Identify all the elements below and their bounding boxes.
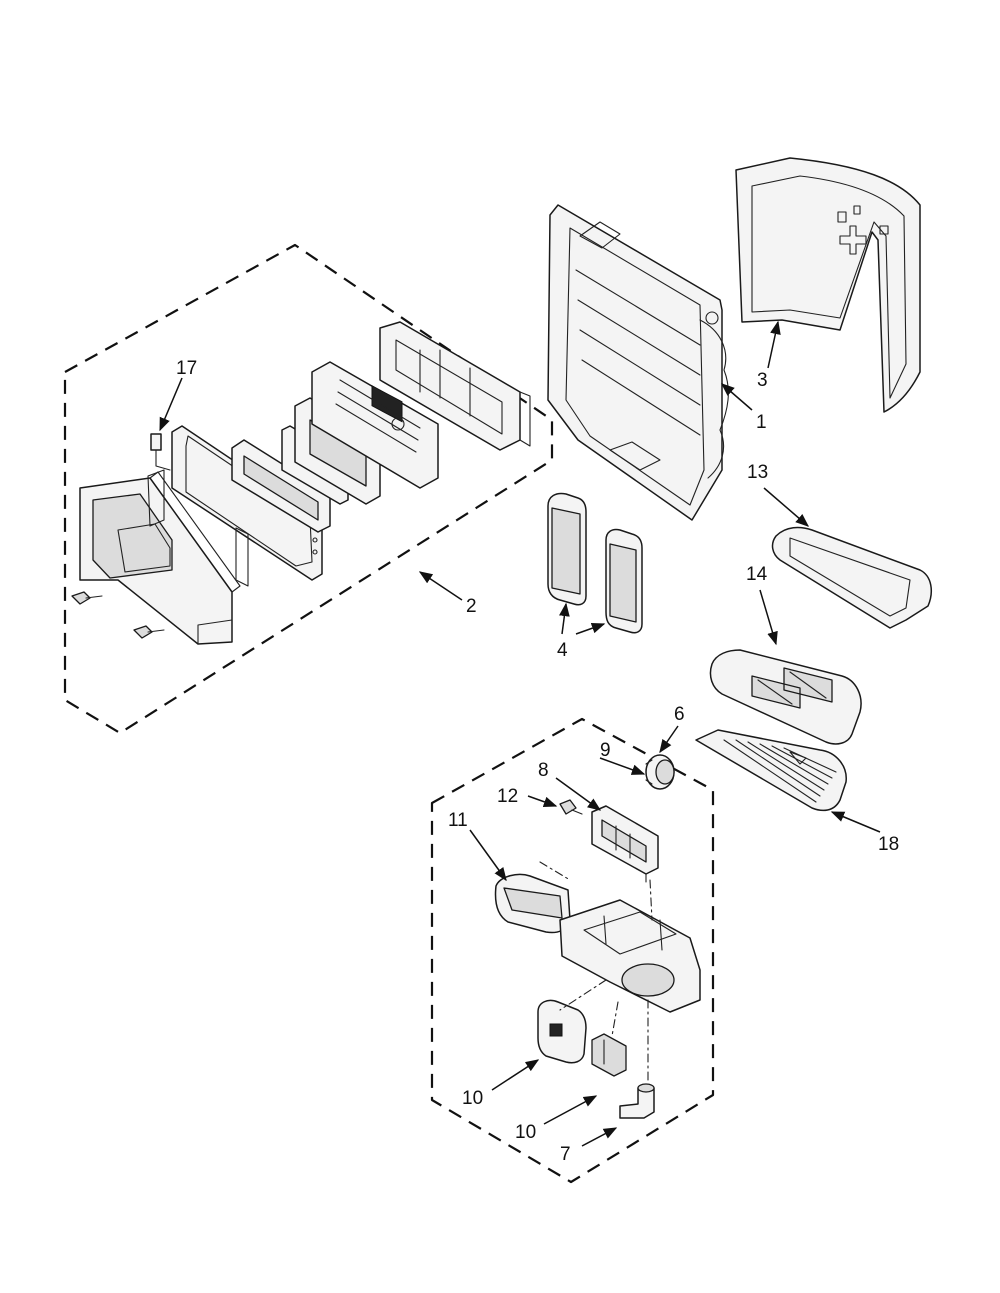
callout-labels: 17 2 3 1 4 13 14 6 9 8 12 11 18 10 10 7 bbox=[176, 358, 899, 1165]
part-8-bracket[interactable] bbox=[591, 805, 659, 883]
part-4-pad-left[interactable] bbox=[547, 492, 587, 606]
part-3-shroud[interactable] bbox=[735, 157, 921, 413]
part-10-switch[interactable] bbox=[591, 1033, 627, 1077]
callout-3: 3 bbox=[757, 370, 768, 391]
part-13-screw[interactable] bbox=[559, 799, 583, 815]
part-12-chute[interactable] bbox=[494, 873, 571, 934]
part-1-dispenser-housing[interactable] bbox=[547, 204, 729, 521]
callout-4: 4 bbox=[557, 640, 568, 661]
assembly-2-outline bbox=[63, 243, 554, 735]
part-14-tray-frame[interactable] bbox=[771, 526, 933, 629]
callout-7: 7 bbox=[560, 1144, 571, 1165]
part-17-clip[interactable] bbox=[150, 433, 171, 471]
callout-2: 2 bbox=[466, 596, 477, 617]
dispenser-base-housing[interactable] bbox=[559, 899, 701, 1013]
callout-6: 6 bbox=[674, 704, 685, 725]
part-15-drip-tray[interactable] bbox=[709, 649, 862, 745]
part-11-paddle[interactable] bbox=[537, 999, 587, 1064]
callout-17: 17 bbox=[176, 358, 197, 379]
callout-18: 18 bbox=[878, 834, 899, 855]
callout-8: 8 bbox=[538, 760, 549, 781]
part-7-elbow[interactable] bbox=[619, 1083, 655, 1119]
control-circuit-board[interactable] bbox=[311, 361, 439, 489]
callout-11: 10 bbox=[462, 1088, 483, 1109]
part-4-pad-right[interactable] bbox=[605, 528, 643, 634]
callout-13: 12 bbox=[497, 786, 518, 807]
callout-9: 9 bbox=[600, 740, 611, 761]
part-9-cap[interactable] bbox=[645, 754, 675, 790]
control-panel-bezel[interactable] bbox=[79, 471, 241, 645]
display-lens[interactable] bbox=[231, 439, 331, 533]
assembly-6-outline bbox=[430, 717, 715, 1184]
control-panel-frame[interactable] bbox=[147, 425, 323, 587]
display-pieces[interactable] bbox=[281, 397, 381, 505]
leader-lines bbox=[159, 320, 881, 1147]
screw-upper[interactable] bbox=[71, 591, 103, 605]
callout-10: 10 bbox=[515, 1122, 536, 1143]
callout-15: 14 bbox=[746, 564, 768, 585]
callout-14: 13 bbox=[747, 462, 768, 483]
control-panel-housing[interactable] bbox=[379, 321, 531, 451]
part-18-grille[interactable] bbox=[695, 729, 847, 812]
screw-lower[interactable] bbox=[133, 625, 165, 639]
callout-1: 1 bbox=[756, 412, 767, 433]
callout-12: 11 bbox=[448, 810, 468, 831]
